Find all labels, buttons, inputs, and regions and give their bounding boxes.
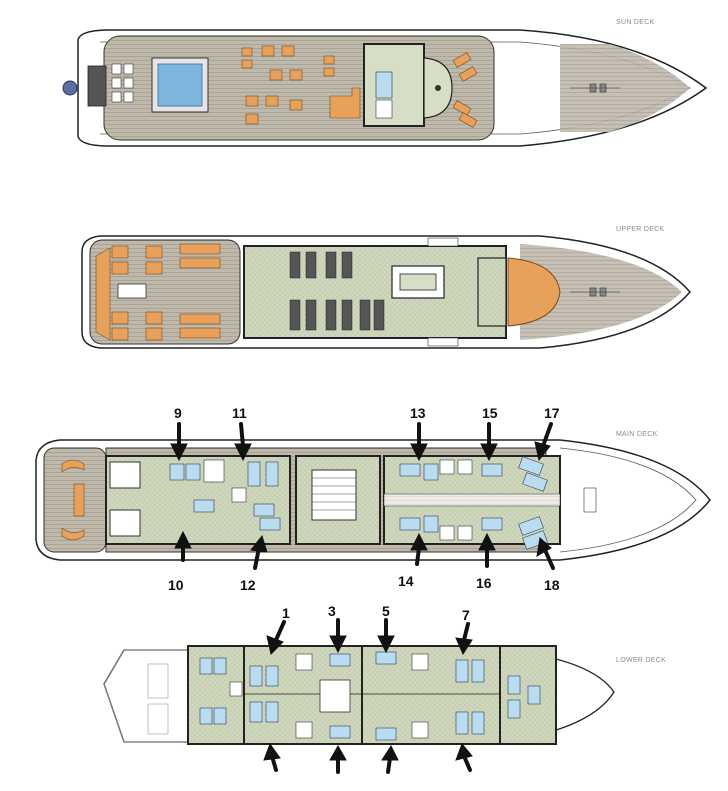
cabin-number-14: 14 bbox=[398, 573, 414, 589]
upper-deck-stairs-2 bbox=[427, 337, 459, 347]
cabin-number-12: 12 bbox=[240, 577, 256, 593]
cabin-number-11: 11 bbox=[232, 405, 247, 421]
cabin-number-5: 5 bbox=[382, 603, 390, 619]
lower-deck-arrows bbox=[263, 618, 473, 774]
main-deck-aft-table bbox=[73, 483, 85, 517]
salon-tables bbox=[289, 251, 385, 331]
sunbed-grid bbox=[111, 63, 134, 103]
cabin-number-7: 7 bbox=[462, 607, 470, 623]
upper-deck-anchor-winch bbox=[570, 287, 620, 297]
upper-deck-dining-tables bbox=[111, 243, 221, 341]
main-deck-crew-room-2 bbox=[109, 509, 141, 537]
lower-deck-stairs bbox=[319, 679, 351, 713]
cabin-number-10: 10 bbox=[168, 577, 184, 593]
sun-deck-anchor-winch bbox=[570, 83, 620, 93]
sun-deck-cabin bbox=[363, 43, 453, 127]
sun-deck-tables bbox=[241, 45, 361, 125]
sun-deck-loungers bbox=[452, 52, 478, 128]
cabin-number-13: 13 bbox=[410, 405, 426, 421]
cabin-number-18: 18 bbox=[544, 577, 560, 593]
cabin-number-15: 15 bbox=[482, 405, 498, 421]
upper-deck-label: UPPER DECK bbox=[616, 226, 665, 233]
main-deck-beds bbox=[169, 456, 548, 550]
sun-deck-bow-wood bbox=[560, 44, 690, 132]
sun-deck-stern-ornament bbox=[62, 65, 107, 107]
aft-sofa bbox=[95, 247, 111, 341]
main-deck-crew-room-1 bbox=[109, 461, 141, 489]
lower-deck-walls bbox=[243, 646, 501, 744]
sun-deck: SUN DECK bbox=[62, 19, 708, 147]
upper-deck-stairs-aft bbox=[117, 283, 147, 299]
main-deck-stairs bbox=[311, 469, 357, 521]
main-deck-inner-line bbox=[559, 447, 697, 553]
sun-deck-label: SUN DECK bbox=[616, 19, 655, 26]
lower-deck-beds bbox=[199, 651, 541, 741]
upper-deck: UPPER DECK bbox=[81, 226, 691, 349]
salon-bar-inner bbox=[399, 273, 437, 291]
cabin-number-17: 17 bbox=[544, 405, 560, 421]
main-deck-corridor-strip bbox=[383, 493, 561, 507]
lower-deck-interior bbox=[187, 645, 557, 745]
lower-deck-bathrooms bbox=[229, 653, 429, 739]
lower-deck-stern-shapes bbox=[147, 663, 169, 735]
upper-deck-stairs bbox=[427, 237, 459, 247]
jacuzzi-water bbox=[157, 63, 203, 107]
main-deck-stairs-treads bbox=[312, 477, 356, 511]
wheelhouse bbox=[477, 257, 507, 327]
cabin-number-1: 1 bbox=[282, 605, 290, 621]
lower-deck-label: LOWER DECK bbox=[616, 657, 666, 664]
lower-deck: 1 3 5 7 LOWER DECK bbox=[103, 603, 666, 774]
bridge-console bbox=[507, 257, 561, 327]
cabin-number-3: 3 bbox=[328, 603, 336, 619]
main-deck-bathrooms bbox=[203, 459, 473, 541]
cabin-number-16: 16 bbox=[476, 575, 492, 591]
main-deck-bow-box bbox=[583, 487, 597, 513]
main-deck-aft-sofa bbox=[61, 459, 85, 541]
main-deck: 9 11 13 15 17 10 12 14 16 18 MAIN DECK bbox=[35, 405, 711, 593]
cabin-number-9: 9 bbox=[174, 405, 182, 421]
main-deck-label: MAIN DECK bbox=[616, 431, 658, 438]
main-deck-arrows bbox=[170, 422, 555, 570]
